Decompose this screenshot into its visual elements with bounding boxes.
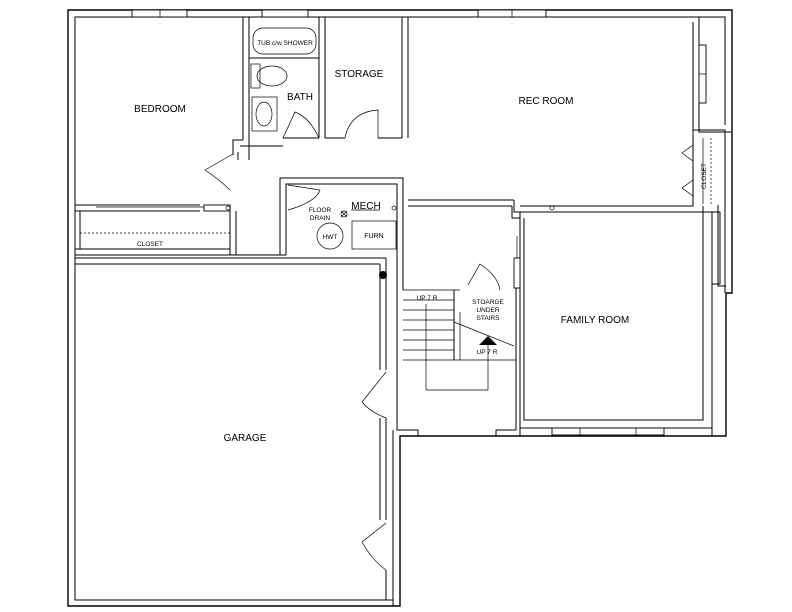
label-mech: MECH	[351, 201, 380, 212]
door-closet-rec	[681, 144, 694, 197]
bath-fixtures	[250, 27, 317, 132]
door-bedroom	[204, 153, 234, 191]
stairs	[379, 271, 516, 391]
label-floor-drain-2: DRAIN	[310, 215, 331, 222]
label-storage: STORAGE	[335, 69, 384, 80]
floor-drain-icon	[340, 210, 348, 218]
label-hwt: HWT	[323, 234, 338, 241]
furnace	[351, 220, 397, 250]
stair-arrow-icon	[479, 336, 497, 345]
stair-treads	[403, 289, 516, 391]
labels: BEDROOM BATH STORAGE REC ROOM CLOSET CLO…	[134, 40, 708, 444]
label-floor-drain-1: FLOOR	[309, 207, 332, 214]
window-bedroom	[131, 9, 188, 18]
door-mech	[287, 184, 321, 211]
window-bath	[261, 9, 309, 18]
label-stair-storage-2: UNDER	[476, 307, 499, 314]
label-bath: BATH	[287, 92, 313, 103]
exterior-walls	[67, 9, 733, 607]
label-stair-up-lower: UP 7 R	[477, 349, 498, 356]
door-bath	[282, 111, 320, 139]
label-tub: TUB c/w SHOWER	[257, 40, 313, 47]
mech-fixtures	[316, 205, 397, 250]
door-stair-storage	[467, 263, 501, 291]
label-stair-storage-1: STOARGE	[472, 299, 504, 306]
label-bedroom: BEDROOM	[134, 104, 186, 115]
label-stair-up-upper: UP 7 R	[417, 295, 438, 302]
label-stair-storage-3: STAIRS	[477, 315, 501, 322]
tub	[252, 27, 317, 55]
label-furn: FURN	[364, 233, 383, 240]
door-garage-stair	[361, 371, 387, 419]
label-closet-rec: CLOSET	[701, 163, 708, 189]
sink-icon	[255, 101, 273, 127]
window-family-room	[551, 427, 665, 436]
label-rec-room: REC ROOM	[519, 96, 574, 107]
post-icon	[379, 271, 387, 279]
doors	[204, 109, 694, 571]
label-family-room: FAMILY ROOM	[561, 315, 630, 326]
door-garage-exterior	[361, 522, 387, 571]
toilet-icon	[256, 65, 288, 87]
hwt-tank	[316, 222, 344, 250]
label-closet-bedroom: CLOSET	[137, 241, 163, 248]
windows	[131, 9, 707, 436]
door-storage	[344, 109, 379, 139]
closets	[80, 138, 712, 234]
label-garage: GARAGE	[224, 433, 267, 444]
